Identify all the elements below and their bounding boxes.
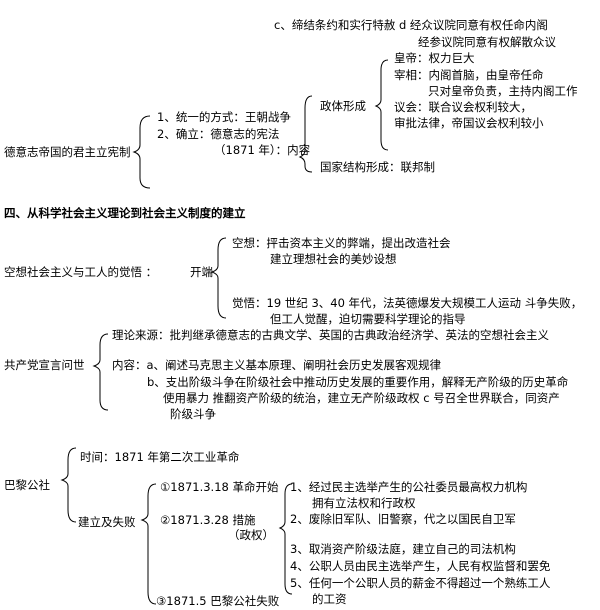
s2-awakening-line-2: 但工人觉醒，迫切需要科学理论的指导 bbox=[270, 312, 466, 326]
s4-step-2-line-2: （政权） bbox=[228, 528, 274, 542]
s2-kaiduan: 开端 bbox=[190, 265, 213, 279]
s4-root-label: 巴黎公社 bbox=[4, 478, 50, 492]
s2-utopia-line-1: 空想：抨击资本主义的弊端，提出改造社会 bbox=[232, 236, 451, 250]
bracket-root-s1 bbox=[132, 115, 151, 189]
s4-measure-2: 2、废除旧军队、旧警察，代之以国民自卫军 bbox=[290, 512, 516, 526]
bracket-jianli bbox=[140, 483, 157, 605]
s1-root-label: 德意志帝国的君主立宪制 bbox=[4, 145, 131, 159]
s2-utopia-line-2: 建立理想社会的美妙设想 bbox=[270, 252, 397, 266]
s1-chancellor-line-1: 宰相：内阁首脑，由皇帝任命 bbox=[394, 68, 544, 82]
section-heading: 四、从科学社会主义理论到社会主义制度的建立 bbox=[4, 206, 246, 220]
bracket-paris bbox=[60, 447, 77, 523]
s1-zhengti-label: 政体形成 bbox=[320, 99, 366, 113]
bracket-constitution bbox=[298, 95, 313, 173]
s4-step-3: ③1871.5 巴黎公社失败 bbox=[156, 594, 280, 608]
s1-item-constitution: 2、确立：德意志的宪法 bbox=[157, 127, 280, 141]
s1-emperor: 皇帝：权力巨大 bbox=[394, 51, 475, 65]
s1-chancellor-line-2: 只对皇帝负责，主持内阁工作 bbox=[428, 84, 578, 98]
bracket-kaiduan bbox=[210, 237, 227, 319]
s2-awakening-line-1: 觉悟：19 世纪 3、40 年代，法英德爆发大规模工人运动 斗争失败， bbox=[232, 296, 583, 310]
s3-content-b-line-1: b、支出阶级斗争在阶级社会中推动历史发展的重要作用，解释无产阶级的历史革命 bbox=[147, 375, 569, 389]
s1-parliament: 议会：联合议会权利较大， bbox=[394, 100, 532, 114]
s3-theory-source: 理论来源：批判继承德意志的古典文学、英国的古典政治经济学、英法的空想社会主义 bbox=[112, 328, 549, 342]
s1-approve-laws: 审批法律，帝国议会权利较小 bbox=[394, 116, 544, 130]
top-line-2: 经参议院同意有权解散众议 bbox=[418, 35, 556, 49]
s3-content-a: 内容：a、阐述马克思主义基本原理、阐明社会历史发展客观规律 bbox=[112, 358, 442, 372]
s4-time: 时间：1871 年第二次工业革命 bbox=[80, 450, 240, 464]
bracket-manifesto bbox=[92, 333, 109, 411]
s4-measure-3: 3、取消资产阶级法庭，建立自己的司法机构 bbox=[290, 542, 516, 556]
s4-step-2-line-1: ②1871.3.28 措施 bbox=[160, 513, 256, 527]
s3-root-label: 共产党宣言问世 bbox=[4, 358, 85, 372]
s4-measure-5: 5、任何一个公职人员的薪金不得超过一个熟练工人 bbox=[290, 576, 551, 590]
s1-state-structure: 国家结构形成：联邦制 bbox=[320, 160, 435, 174]
bracket-measures bbox=[278, 483, 293, 595]
s4-measure-5-cont: 的工资 bbox=[312, 592, 347, 606]
s4-step-1: ①1871.3.18 革命开始 bbox=[160, 480, 279, 494]
s1-item-unification: 1、统一的方式：王朝战争 bbox=[157, 110, 291, 124]
s2-root-label: 空想社会主义与工人的觉悟 ： bbox=[4, 265, 158, 279]
top-line-1: c、缔结条约和实行特赦 d 经众议院同意有权任命内阁 bbox=[274, 18, 548, 32]
s3-content-b-line-3: 阶级斗争 bbox=[170, 407, 216, 421]
bracket-zhengti bbox=[374, 59, 389, 151]
s1-item-constitution-year: （1871 年）：内容 bbox=[214, 143, 311, 157]
s3-content-b-line-2: 使用暴力 推翻资产阶级的统治，建立无产阶级政权 c 号召全世界联合，同资产 bbox=[163, 391, 560, 405]
s4-measure-1-cont: 拥有立法权和行政权 bbox=[312, 496, 416, 510]
s4-establish-fail: 建立及失败 bbox=[78, 515, 136, 529]
s4-measure-4: 4、公职人员由民主选举产生，人民有权监督和罢免 bbox=[290, 559, 551, 573]
s4-measure-1: 1、经过民主选举产生的公社委员最高权力机构 bbox=[290, 480, 528, 494]
